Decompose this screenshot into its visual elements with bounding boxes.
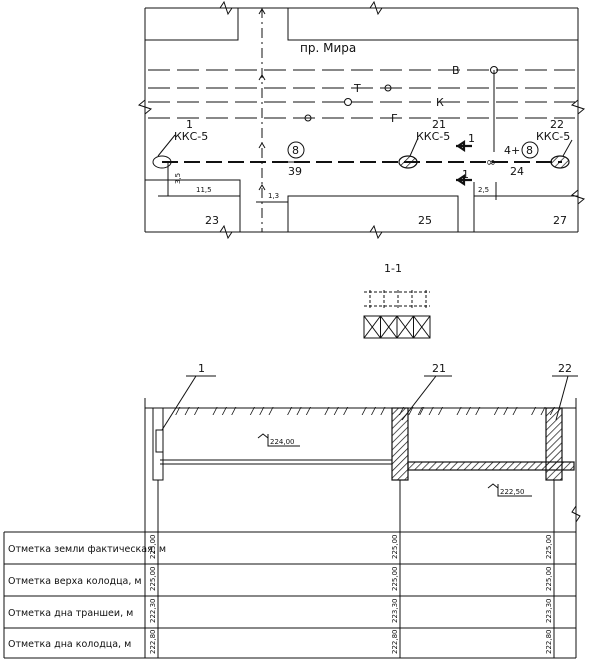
top-block-mid — [287, 8, 578, 41]
row-label-ground: Отметка земли фактическая, м — [8, 544, 166, 555]
well-21-leader — [409, 137, 419, 157]
ground-hatching-right: /// /// /// /// — [419, 406, 560, 417]
well-label-1-pointer — [161, 375, 197, 431]
plan-view: пр. Мира В Т К Г 1 ККС-5 21 ККС-5 22 ККС… — [137, 0, 586, 240]
val-welltop-22: 225,00 — [545, 567, 553, 592]
ground-hatching: /// /// /// /// /// /// /// — [175, 406, 428, 417]
well-1-type: ККС-5 — [174, 130, 208, 143]
building-25: 25 — [418, 214, 432, 227]
top-block-left — [145, 8, 239, 41]
row-label-well-bottom: Отметка дна колодца, м — [8, 639, 131, 650]
well-1-profile — [152, 407, 164, 481]
well-22-leader — [562, 139, 573, 157]
section-mark-bottom: 1 — [462, 168, 469, 181]
elevation-marker-1 — [257, 433, 300, 447]
row-label-trench-bottom: Отметка дна траншеи, м — [8, 608, 133, 619]
duct-count-2: 8 — [526, 144, 533, 157]
plan-frame — [144, 7, 579, 233]
well-21-number: 21 — [432, 118, 446, 131]
val-wellbottom-1: 222,80 — [149, 630, 157, 655]
well-label-22: 22 — [558, 362, 572, 375]
utility-marker-t — [384, 84, 392, 92]
well-1-inner — [155, 429, 164, 453]
span-1: 39 — [288, 165, 302, 178]
dim-2-5: 2,5 — [478, 186, 489, 194]
well-1-leader — [157, 134, 176, 157]
elevation-table: Отметка земли фактическая, м Отметка вер… — [3, 531, 576, 659]
val-trench-1: 222,30 — [149, 599, 157, 624]
elevation-1: 224,00 — [270, 438, 295, 446]
val-welltop-1: 225,00 — [149, 567, 157, 592]
val-welltop-21: 225,00 — [391, 567, 399, 592]
well-21-plan — [398, 155, 418, 169]
section-duct-crosses — [363, 315, 431, 339]
profile-view: /// /// /// /// /// /// /// /// /// /// … — [144, 362, 581, 658]
elevation-marker-2 — [487, 483, 532, 497]
well-22-plan — [550, 155, 570, 169]
block-23-outline — [145, 179, 241, 232]
section-marker-top — [456, 139, 472, 153]
dim-3-5: 3,5 — [174, 173, 182, 184]
val-wellbottom-22: 222,80 — [545, 630, 553, 655]
dim-2-5-line — [473, 182, 497, 200]
span-2: 24 — [510, 165, 524, 178]
val-ground-22: 225,00 — [545, 535, 553, 560]
plan-break-marks — [137, 0, 586, 240]
well-1-number: 1 — [186, 118, 193, 131]
building-23: 23 — [205, 214, 219, 227]
section-detail: 1-1 — [363, 262, 431, 339]
utility-marker-k — [344, 98, 352, 106]
profile-right-break — [571, 505, 581, 523]
row-label-well-top: Отметка верха колодца, м — [8, 576, 142, 587]
elevation-2: 222,50 — [500, 488, 525, 496]
well-1-plan — [152, 155, 172, 169]
utility-marker-g — [304, 114, 312, 122]
val-ground-21: 225,00 — [391, 535, 399, 560]
well-22-profile — [545, 407, 563, 481]
val-ground-1: 225,00 — [149, 535, 157, 560]
duct-count-1: 8 — [292, 144, 299, 157]
well-21-profile — [391, 407, 409, 481]
building-27: 27 — [553, 214, 567, 227]
section-cross-dashes — [364, 290, 430, 308]
utility-label-g: Г — [391, 112, 398, 125]
well-label-22-pointer — [555, 375, 569, 421]
well-21-type: ККС-5 — [416, 130, 450, 143]
duct-count-2-circle — [521, 141, 539, 159]
street-name: пр. Мира — [300, 41, 356, 55]
well-22-type: ККС-5 — [536, 130, 570, 143]
section-title: 1-1 — [384, 262, 402, 275]
section-mark-top: 1 — [468, 132, 475, 145]
well-label-1: 1 — [198, 362, 205, 375]
duct-count-1-circle — [287, 141, 305, 159]
well-label-21: 21 — [432, 362, 446, 375]
utility-label-k: К — [436, 96, 444, 109]
block-25-outline — [287, 195, 459, 232]
well-label-21-pointer — [401, 375, 437, 421]
well-22-number: 22 — [550, 118, 564, 131]
utility-label-t: Т — [353, 82, 361, 95]
section-marker-bottom — [456, 173, 472, 187]
dim-11-5: 11,5 — [196, 186, 212, 194]
val-trench-21: 223,30 — [391, 599, 399, 624]
dim-1-3: 1,3 — [268, 192, 279, 200]
val-trench-22: 223,30 — [545, 599, 553, 624]
utility-label-v: В — [452, 64, 460, 77]
duct-prefix-2: 4+ — [504, 144, 520, 157]
val-wellbottom-21: 222,80 — [391, 630, 399, 655]
infinity-mark: ∞ — [486, 155, 496, 169]
axis-arrows — [258, 8, 266, 191]
